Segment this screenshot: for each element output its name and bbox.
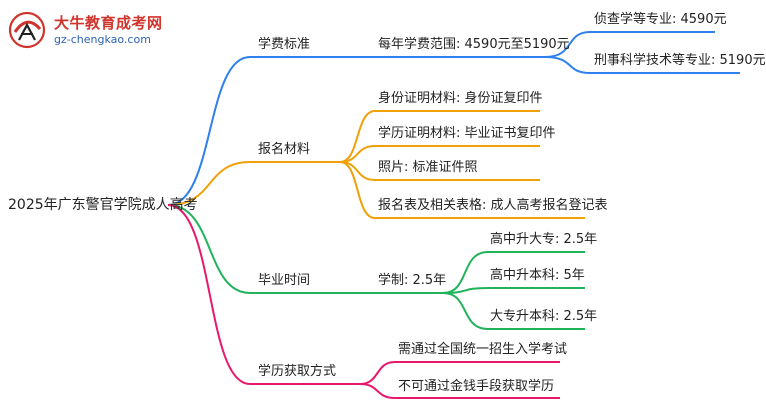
fee-investigation-node: 侦查学等专业: 4590元 xyxy=(594,12,727,27)
degree-no-money-node: 不可通过金钱手段获取学历 xyxy=(398,379,555,394)
logo-emblem-icon xyxy=(8,11,46,49)
edge-fee-1 xyxy=(544,31,715,58)
edge-root-fee xyxy=(167,56,370,206)
logo-title: 大牛教育成考网 xyxy=(54,14,163,32)
grad-college-bachelor-node: 大专升本科: 2.5年 xyxy=(490,309,598,324)
branch-fee-standard: 学费标准 xyxy=(258,37,311,52)
edge-grad-2 xyxy=(442,287,585,294)
edge-fee-2 xyxy=(544,56,740,74)
edge-mat-1 xyxy=(339,110,540,163)
fee-forensic-node: 刑事科学技术等专业: 5190元 xyxy=(594,53,766,68)
edge-deg-1 xyxy=(359,361,560,385)
site-logo[interactable]: 大牛教育成考网 gz-chengkao.com xyxy=(6,10,162,52)
edge-mat-4 xyxy=(339,161,585,219)
root-node: 2025年广东警官学院成人高考 xyxy=(8,197,198,213)
branch-application-materials: 报名材料 xyxy=(258,142,311,157)
edge-root-degree xyxy=(167,204,360,385)
material-form-node: 报名表及相关表格: 成人高考报名登记表 xyxy=(378,198,608,213)
grad-hs-college-node: 高中升大专: 2.5年 xyxy=(490,232,598,247)
material-id-node: 身份证明材料: 身份证复印件 xyxy=(378,91,543,106)
branch-degree-method: 学历获取方式 xyxy=(258,364,337,379)
branch-graduation-time: 毕业时间 xyxy=(258,273,311,288)
fee-range-node: 每年学费范围: 4590元至5190元 xyxy=(378,37,570,52)
grad-hs-bachelor-node: 高中升本科: 5年 xyxy=(490,268,585,283)
material-photo-node: 照片: 标准证件照 xyxy=(378,160,478,175)
mindmap-canvas xyxy=(167,31,740,399)
grad-system-node: 学制: 2.5年 xyxy=(378,273,447,288)
degree-exam-node: 需通过全国统一招生入学考试 xyxy=(398,342,568,357)
material-education-node: 学历证明材料: 毕业证书复印件 xyxy=(378,126,556,141)
edge-grad-1 xyxy=(442,251,585,294)
edge-root-graduation xyxy=(167,204,370,294)
edge-grad-3 xyxy=(442,292,585,330)
logo-url: gz-chengkao.com xyxy=(54,33,151,46)
edge-mat-2 xyxy=(339,145,540,163)
edge-root-materials xyxy=(167,161,340,206)
edge-deg-2 xyxy=(359,383,560,399)
